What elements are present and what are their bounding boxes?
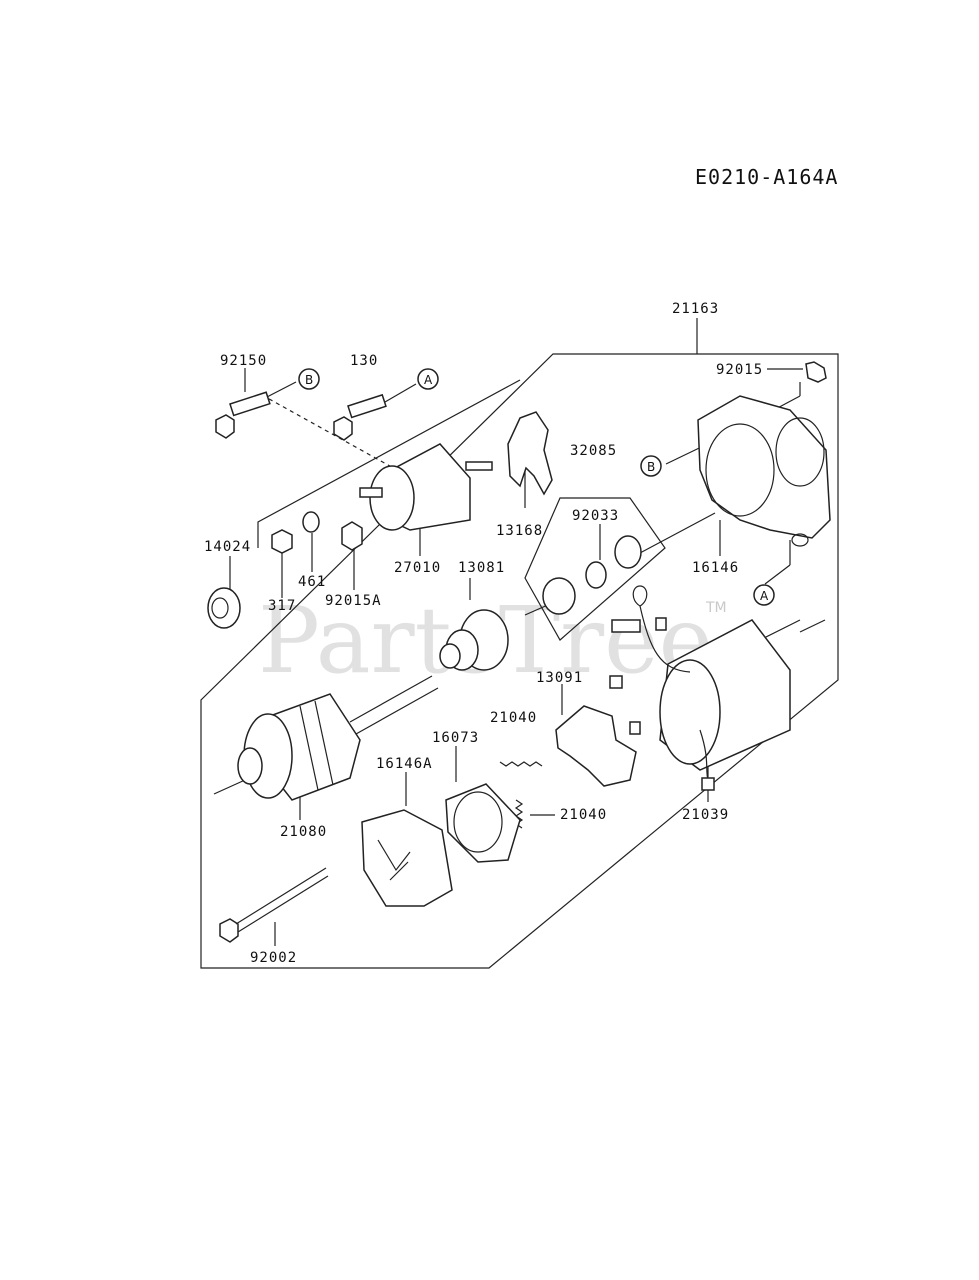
label-92015a: 92015A [325, 593, 382, 609]
snap-ring-92033 [585, 561, 607, 589]
label-21040-lower: 21040 [560, 807, 607, 823]
label-21039: 21039 [682, 807, 729, 823]
watermark-trademark: TM [705, 600, 727, 616]
svg-text:A: A [760, 589, 769, 603]
washer-461 [302, 511, 320, 533]
solenoid-27010 [359, 443, 493, 531]
label-92033: 92033 [572, 508, 619, 524]
nut-92015 [805, 361, 827, 383]
callout-a-right: A [753, 584, 775, 606]
label-13091: 13091 [536, 670, 583, 686]
nut-317 [271, 529, 293, 554]
bolt-130 [333, 393, 387, 441]
svg-text:A: A [424, 373, 433, 387]
callout-a-top: A [417, 368, 439, 390]
svg-text:B: B [305, 373, 313, 387]
nut-92015a [341, 521, 363, 551]
label-16146: 16146 [692, 560, 739, 576]
label-92015: 92015 [716, 362, 763, 378]
pinion-group-frame [524, 497, 666, 641]
subassembly-frame [257, 379, 521, 548]
armature-21080 [237, 675, 439, 801]
svg-text:B: B [647, 460, 655, 474]
label-21163: 21163 [672, 301, 719, 317]
label-13168: 13168 [496, 523, 543, 539]
callout-b-right: B [640, 455, 662, 477]
stop-ring [542, 577, 576, 615]
shift-lever-13168 [507, 411, 553, 496]
label-16073: 16073 [432, 730, 479, 746]
label-27010: 27010 [394, 560, 441, 576]
label-16146a: 16146A [376, 756, 433, 772]
retainer-ring [614, 535, 642, 569]
spring-21040-upper [499, 761, 543, 767]
label-13081: 13081 [458, 560, 505, 576]
through-bolt-92002 [219, 867, 329, 943]
label-14024: 14024 [204, 539, 251, 555]
label-92150: 92150 [220, 353, 267, 369]
bolt-92150 [215, 391, 271, 439]
pinion-13081 [439, 609, 509, 671]
label-461: 461 [298, 574, 326, 590]
callout-b-left: B [298, 368, 320, 390]
plate-16073 [445, 783, 521, 863]
cap-14024 [207, 587, 241, 629]
label-92002: 92002 [250, 950, 297, 966]
rear-cover-16146a [361, 809, 453, 907]
label-32085: 32085 [570, 443, 617, 459]
assembly-frame [200, 353, 839, 969]
label-21080: 21080 [280, 824, 327, 840]
brush-holder-13091 [555, 705, 637, 787]
label-317: 317 [268, 598, 296, 614]
diagram-code: E0210-A164A [695, 165, 838, 189]
front-housing-16146 [697, 395, 831, 547]
label-130: 130 [350, 353, 378, 369]
yoke-21039 [609, 585, 826, 791]
label-21040-upper: 21040 [490, 710, 537, 726]
